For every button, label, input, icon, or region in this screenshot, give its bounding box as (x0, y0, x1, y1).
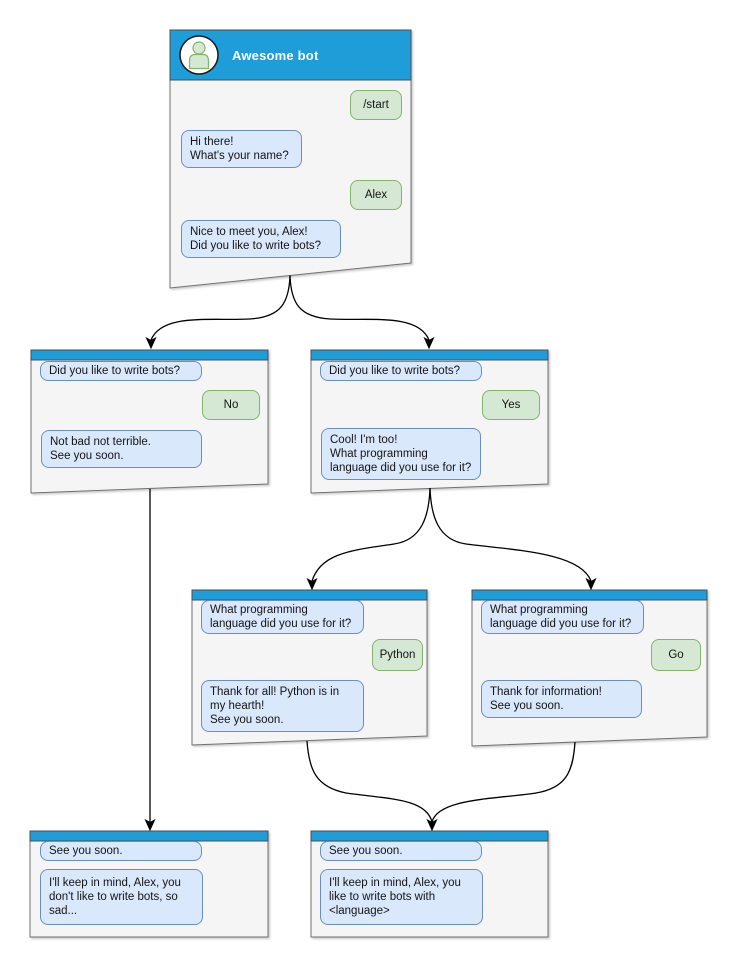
end-yes-bot-summary: I'll keep in mind, Alex, you like to wri… (320, 869, 483, 925)
main-bot-message-question: Nice to meet you, Alex! Did you like to … (181, 220, 341, 258)
end-yes-bot-message: See you soon. (320, 841, 482, 861)
window-main-header-bar (169, 29, 412, 81)
yes-branch-user-answer: Yes (482, 390, 540, 420)
python-user-answer: Python (372, 639, 423, 671)
arrowhead-merge-to-end (426, 818, 438, 832)
yes-branch-bot-reply: Cool! I'm too! What programming language… (321, 428, 481, 480)
yes-branch-bot-question: Did you like to write bots? (320, 361, 482, 381)
go-bot-question: What programming language did you use fo… (481, 600, 644, 634)
end-no-bot-summary: I'll keep in mind, Alex, you don't like … (40, 869, 203, 925)
go-user-answer: Go (651, 639, 701, 671)
arrowhead-main-to-no (145, 336, 157, 350)
no-branch-bot-reply: Not bad not terrible. See you soon. (41, 430, 202, 468)
connector-yes-to-python (311, 487, 431, 582)
window-main-title: Awesome bot (232, 47, 319, 63)
end-no-bot-message: See you soon. (40, 841, 202, 861)
arrowhead-yes-to-python (306, 577, 318, 591)
main-user-message-name: Alex (350, 180, 402, 210)
python-bot-question: What programming language did you use fo… (201, 600, 364, 634)
connector-python-to-end (306, 740, 433, 823)
no-branch-user-answer: No (202, 390, 260, 420)
go-bot-reply: Thank for information! See you soon. (481, 680, 642, 718)
connector-go-to-end (431, 741, 576, 823)
no-branch-bot-question: Did you like to write bots? (40, 361, 202, 381)
connector-main-to-yes (289, 275, 430, 341)
window-no-branch-header-bar (30, 349, 269, 361)
arrowhead-yes-to-go (585, 577, 597, 591)
main-bot-message-greeting: Hi there! What's your name? (181, 130, 302, 168)
user-avatar-icon (179, 35, 219, 75)
arrowhead-main-to-yes (423, 336, 435, 350)
arrowhead-no-to-end (144, 818, 156, 832)
connector-yes-to-go (429, 487, 592, 582)
python-bot-reply: Thank for all! Python is in my hearth! S… (201, 680, 364, 732)
main-user-message-start: /start (350, 90, 402, 120)
window-yes-branch-header-bar (310, 349, 549, 361)
connector-main-to-no (150, 275, 291, 341)
